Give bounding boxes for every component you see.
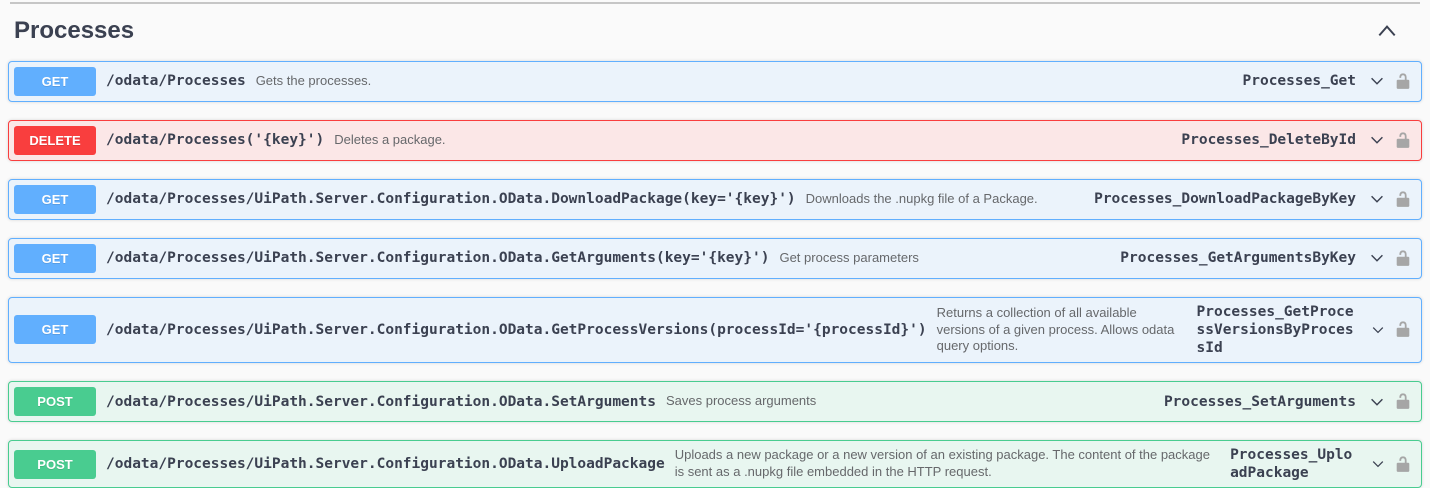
- chevron-down-icon[interactable]: [1370, 456, 1386, 472]
- http-method-badge: POST: [14, 387, 96, 417]
- unlock-icon[interactable]: [1394, 190, 1412, 209]
- operation-id: Processes_DeleteById: [1181, 132, 1356, 149]
- endpoint-description: Uploads a new package or a new version o…: [674, 447, 1210, 480]
- http-method-badge: GET: [14, 66, 96, 96]
- http-method-badge: POST: [14, 449, 96, 479]
- endpoint-row[interactable]: GET /odata/Processes/UiPath.Server.Confi…: [8, 237, 1422, 279]
- chevron-down-icon[interactable]: [1368, 131, 1386, 149]
- unlock-icon[interactable]: [1394, 131, 1412, 150]
- http-method-badge: GET: [14, 184, 96, 214]
- unlock-icon[interactable]: [1394, 320, 1412, 339]
- http-method-badge: GET: [14, 315, 96, 345]
- chevron-down-icon[interactable]: [1368, 72, 1386, 90]
- endpoint-row[interactable]: GET /odata/Processes/UiPath.Server.Confi…: [8, 296, 1422, 364]
- endpoint-description: Gets the processes.: [255, 72, 372, 88]
- endpoint-row[interactable]: DELETE /odata/Processes('{key}') Deletes…: [8, 119, 1422, 161]
- endpoint-row[interactable]: GET /odata/Processes/UiPath.Server.Confi…: [8, 178, 1422, 220]
- operation-id: Processes_DownloadPackageByKey: [1094, 191, 1356, 208]
- http-method-badge: DELETE: [14, 125, 96, 155]
- endpoint-row[interactable]: GET /odata/Processes Gets the processes.…: [8, 60, 1422, 102]
- endpoint-description: Get process parameters: [779, 249, 919, 265]
- endpoint-description: Downloads the .nupkg file of a Package.: [805, 190, 1038, 206]
- operation-id: Processes_SetArguments: [1163, 393, 1356, 410]
- chevron-down-icon[interactable]: [1370, 322, 1386, 338]
- endpoint-list: GET /odata/Processes Gets the processes.…: [8, 60, 1422, 488]
- endpoint-description: Deletes a package.: [334, 131, 446, 147]
- unlock-icon[interactable]: [1394, 455, 1412, 474]
- endpoint-path[interactable]: /odata/Processes/UiPath.Server.Configura…: [106, 250, 770, 267]
- operation-id: Processes_GetProcessVersionsByProcessId: [1196, 303, 1354, 357]
- chevron-down-icon[interactable]: [1368, 249, 1386, 267]
- endpoint-path[interactable]: /odata/Processes/UiPath.Server.Configura…: [106, 393, 656, 410]
- unlock-icon[interactable]: [1394, 72, 1412, 91]
- operation-id: Processes_UploadPackage: [1230, 447, 1353, 482]
- section-divider: [10, 2, 1420, 4]
- section-title: Processes: [14, 17, 135, 44]
- unlock-icon[interactable]: [1394, 249, 1412, 268]
- endpoint-path[interactable]: /odata/Processes/UiPath.Server.Configura…: [106, 321, 927, 338]
- http-method-badge: GET: [14, 243, 96, 273]
- chevron-down-icon[interactable]: [1368, 190, 1386, 208]
- endpoint-path[interactable]: /odata/Processes: [106, 73, 246, 90]
- endpoint-row[interactable]: POST /odata/Processes/UiPath.Server.Conf…: [8, 381, 1422, 423]
- endpoint-description: Saves process arguments: [665, 393, 817, 409]
- unlock-icon[interactable]: [1394, 392, 1412, 411]
- endpoint-path[interactable]: /odata/Processes/UiPath.Server.Configura…: [106, 191, 796, 208]
- chevron-up-icon[interactable]: [1376, 22, 1398, 40]
- endpoint-path[interactable]: /odata/Processes/UiPath.Server.Configura…: [106, 456, 665, 473]
- endpoint-path[interactable]: /odata/Processes('{key}'): [106, 132, 325, 149]
- operation-id: Processes_Get: [1242, 73, 1357, 90]
- chevron-down-icon[interactable]: [1368, 393, 1386, 411]
- endpoint-description: Returns a collection of all available ve…: [936, 304, 1175, 354]
- endpoint-row[interactable]: POST /odata/Processes/UiPath.Server.Conf…: [8, 440, 1422, 488]
- section-header[interactable]: Processes: [8, 4, 1422, 61]
- operation-id: Processes_GetArgumentsByKey: [1120, 250, 1356, 267]
